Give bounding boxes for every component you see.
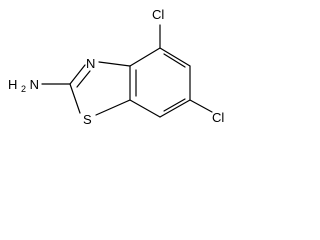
bond-c4-c5 [159,47,191,67]
bond-n-c2-inner [76,70,91,88]
bond-c5-c5-inner [163,53,186,68]
bond-c6-c7 [159,99,191,118]
sulfur-label: S [83,112,92,127]
bond-c3a-c4 [129,47,161,67]
bond-c7-c7a [129,99,161,118]
bond-c6-c7-inner [163,98,186,112]
amine-n: N [30,77,39,92]
bond-n-c2 [69,64,86,85]
chlorine-label-top: Cl [152,7,164,22]
benzothiazole-structure: Cl Cl N S H 2 N [8,7,224,127]
bond-c2-s [69,83,81,114]
bond-c6-cl [189,99,213,113]
amine-subscript: 2 [21,84,26,94]
bond-c3a-n [98,61,131,67]
amine-label: H 2 N [8,77,39,95]
amine-h: H [8,77,17,92]
bond-s-c7a [95,99,131,116]
chlorine-label-bottom: Cl [212,110,224,125]
nitrogen-label: N [86,56,95,71]
